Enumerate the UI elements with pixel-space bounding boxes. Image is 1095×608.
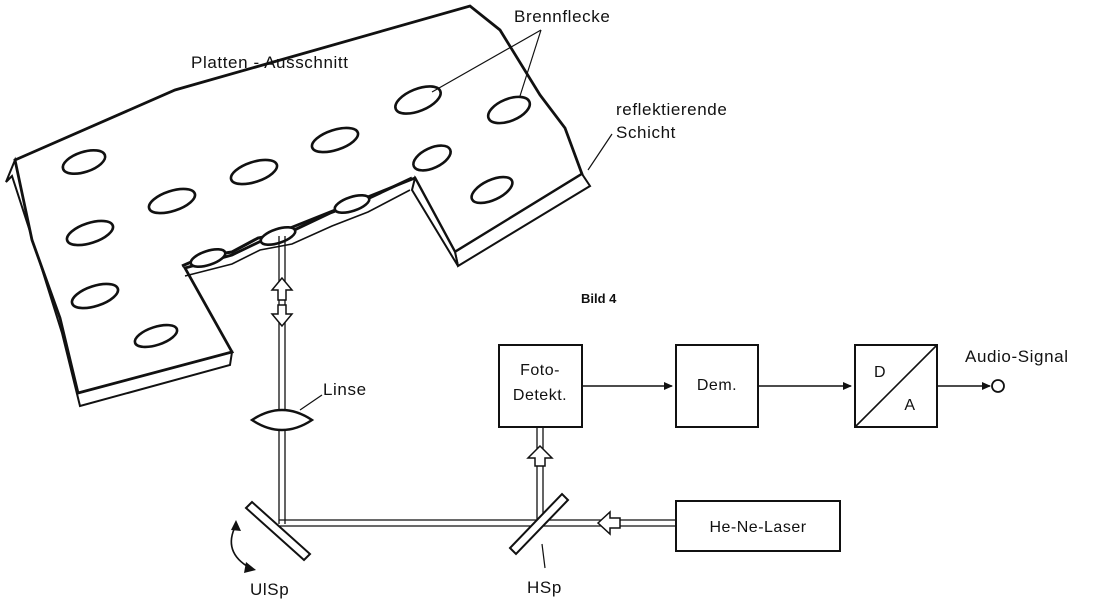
rotation-arrow-top — [231, 520, 241, 531]
beam-down-arrow — [270, 304, 294, 328]
da-diagonal — [854, 344, 938, 428]
audio-output-terminal — [991, 379, 1005, 393]
photo-detector-label-1: Foto- — [520, 362, 560, 379]
leader-linse — [299, 394, 323, 411]
pit — [189, 248, 227, 268]
laser-left-arrow — [596, 510, 621, 536]
lens-shape — [249, 408, 315, 432]
rotation-arrow-bottom — [244, 562, 256, 573]
pit — [229, 158, 279, 186]
leader-lines — [431, 29, 613, 171]
pit — [70, 282, 120, 310]
label-schicht: Schicht — [616, 123, 676, 142]
pit — [65, 219, 115, 247]
leader-reflektierende-schicht — [587, 133, 613, 171]
label-reflektierende: reflektierende — [616, 100, 727, 119]
beam-splitter — [508, 492, 570, 569]
label-platten-ausschnitt: Platten - Ausschnitt — [191, 53, 349, 72]
laser-block — [675, 500, 841, 552]
laser-label: He-Ne-Laser — [709, 519, 806, 536]
pit — [147, 187, 197, 215]
photo-detector-block — [498, 344, 583, 428]
label-linse: Linse — [323, 380, 367, 399]
pit — [133, 323, 179, 349]
disc-inner-edge-lower — [184, 189, 411, 277]
pit — [259, 226, 297, 246]
beam-up-arrow — [270, 276, 294, 301]
photo-detector-label-2: Detekt. — [513, 387, 567, 404]
demodulator-label: Dem. — [697, 377, 737, 394]
deflection-mirror — [230, 500, 312, 573]
leader-brennflecke-2 — [519, 29, 542, 97]
figure-label: Bild 4 — [581, 291, 617, 306]
disc-pits — [61, 85, 532, 349]
label-hsp: HSp — [527, 578, 562, 597]
signal-blocks: Foto- Detekt. Dem. D A He-Ne-Laser — [498, 344, 1005, 552]
disc-step-face — [410, 175, 459, 267]
lens — [249, 394, 323, 432]
mirror-ulsp — [244, 500, 312, 562]
demodulator-block — [675, 344, 759, 428]
mirror-hsp — [508, 492, 570, 556]
pit — [470, 175, 514, 205]
da-label-a: A — [904, 397, 915, 414]
leader-brennflecke-1 — [431, 29, 542, 93]
detector-up-arrow — [526, 444, 554, 467]
label-ulsp: UlSp — [250, 580, 289, 599]
disc-segment — [5, 4, 592, 408]
rotation-arc — [230, 524, 251, 569]
leader-hsp — [541, 543, 546, 569]
pit — [310, 126, 360, 154]
pit — [333, 194, 371, 214]
pit — [412, 144, 452, 172]
pit — [61, 149, 107, 175]
label-brennflecke: Brennflecke — [514, 7, 610, 26]
hollow-arrows — [270, 276, 621, 536]
label-audio-signal: Audio-Signal — [965, 347, 1069, 366]
da-label-d: D — [874, 364, 886, 381]
pit — [394, 85, 442, 115]
pit — [486, 95, 532, 125]
